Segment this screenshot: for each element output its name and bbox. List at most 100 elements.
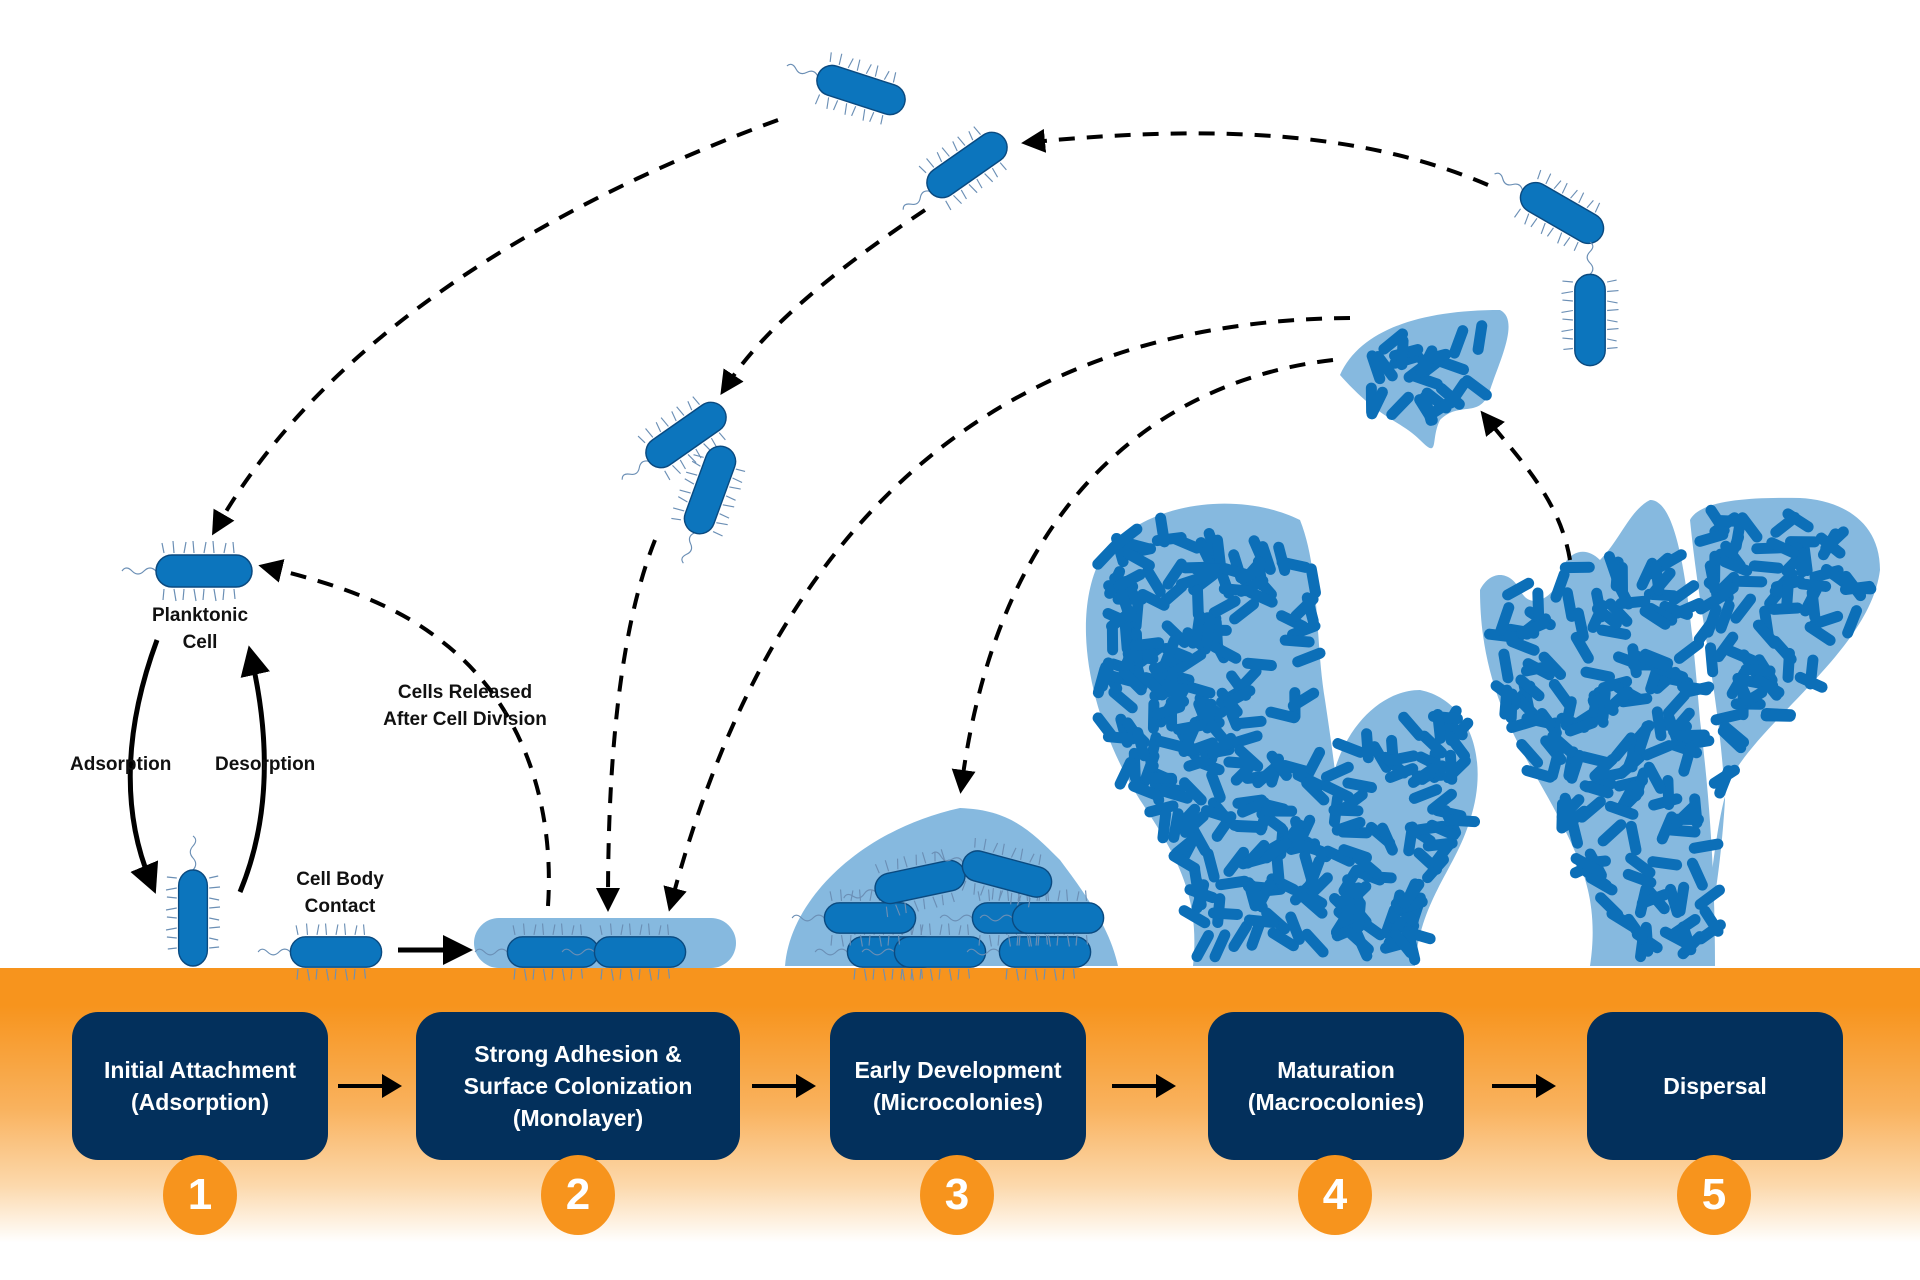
stage-number-4: 4 xyxy=(1298,1155,1372,1235)
embedded-bacterium xyxy=(1570,853,1603,876)
embedded-bacterium xyxy=(1560,696,1577,731)
detachment-arrow xyxy=(1480,410,1572,561)
embedded-bacterium xyxy=(1572,607,1589,643)
embedded-bacterium xyxy=(1615,752,1645,780)
stage-box-strong-adhesion: Strong Adhesion & Surface Colonization (… xyxy=(416,1012,740,1160)
embedded-bacterium xyxy=(1699,905,1724,937)
embedded-bacterium xyxy=(1604,800,1639,820)
embedded-bacterium xyxy=(1694,884,1725,910)
embedded-bacterium xyxy=(1516,618,1550,639)
embedded-bacterium xyxy=(1418,730,1448,759)
embedded-bacterium xyxy=(1184,737,1219,757)
embedded-bacterium xyxy=(1114,756,1136,790)
cell-body-contact-line: Cell Body xyxy=(296,869,384,890)
embedded-bacterium xyxy=(1638,653,1673,672)
embedded-bacterium xyxy=(1579,780,1614,799)
embedded-bacterium xyxy=(1415,751,1448,774)
dispersed-cell xyxy=(777,38,914,132)
embedded-bacterium xyxy=(1116,588,1136,623)
embedded-bacterium xyxy=(1674,881,1690,917)
embedded-bacterium xyxy=(1243,914,1279,929)
dispersed-cell xyxy=(1479,148,1617,262)
embedded-bacterium xyxy=(1158,581,1188,608)
adsorption-arrow xyxy=(127,639,160,894)
embedded-bacterium xyxy=(1435,356,1470,376)
embedded-bacterium xyxy=(1841,582,1877,595)
embedded-bacterium xyxy=(1208,595,1241,619)
embedded-bacterium xyxy=(1113,569,1146,592)
embedded-bacterium xyxy=(1169,533,1203,554)
embedded-bacterium xyxy=(1427,788,1457,815)
embedded-bacterium xyxy=(1419,391,1437,426)
embedded-bacterium xyxy=(1261,837,1292,864)
embedded-bacterium xyxy=(1337,789,1368,815)
right-arrow-icon xyxy=(752,1074,816,1098)
embedded-bacterium xyxy=(1285,911,1305,945)
embedded-bacterium xyxy=(1748,560,1784,574)
embedded-bacterium xyxy=(1639,605,1671,630)
embedded-bacterium xyxy=(1409,370,1443,390)
embedded-bacterium xyxy=(1506,636,1540,656)
embedded-bacterium xyxy=(1643,761,1666,794)
embedded-bacterium xyxy=(1502,577,1535,601)
reattach-trajectory-arrow xyxy=(720,208,927,396)
embedded-bacterium xyxy=(1238,556,1266,586)
embedded-bacterium xyxy=(1168,808,1184,843)
embedded-bacterium xyxy=(1604,685,1634,714)
embedded-bacterium xyxy=(1246,879,1268,913)
embedded-bacterium xyxy=(1604,598,1633,627)
embedded-bacterium xyxy=(1321,780,1354,803)
stage-title-line: Maturation xyxy=(1277,1057,1395,1083)
right-arrow-icon xyxy=(1112,1074,1176,1098)
embedded-bacterium xyxy=(1647,856,1683,871)
embedded-bacterium xyxy=(1257,541,1276,575)
stage-title-line: Early Development xyxy=(854,1057,1062,1083)
embedded-bacterium xyxy=(1715,600,1735,634)
embedded-bacterium xyxy=(1172,719,1208,735)
embedded-bacterium xyxy=(1118,667,1147,696)
cells-released-line: After Cell Division xyxy=(383,709,547,730)
embedded-bacterium xyxy=(1688,838,1724,854)
stage-subtitle-line: (Monolayer) xyxy=(512,1105,644,1131)
embedded-bacterium xyxy=(1279,634,1315,648)
embedded-bacterium xyxy=(1673,638,1705,664)
embedded-bacterium xyxy=(1301,928,1329,958)
embedded-bacterium xyxy=(1179,777,1207,806)
planktonic-cell xyxy=(121,540,253,602)
stage-number-5: 5 xyxy=(1677,1155,1751,1235)
embedded-bacterium xyxy=(1842,605,1862,639)
embedded-bacterium xyxy=(1184,884,1219,904)
embedded-bacterium xyxy=(1597,687,1611,723)
embedded-bacterium xyxy=(1178,905,1211,929)
stage-box-early-development: Early Development (Microcolonies) xyxy=(830,1012,1086,1160)
embedded-bacterium xyxy=(1242,657,1277,671)
embedded-bacterium xyxy=(1191,584,1204,620)
embedded-bacterium xyxy=(1228,730,1263,749)
embedded-bacterium xyxy=(1645,602,1678,626)
embedded-bacterium xyxy=(1625,852,1656,879)
embedded-bacterium xyxy=(1587,600,1609,633)
embedded-bacterium xyxy=(1616,780,1640,813)
embedded-bacterium xyxy=(1636,889,1671,909)
embedded-bacterium xyxy=(1142,565,1166,598)
embedded-bacterium xyxy=(1585,872,1618,896)
embedded-bacterium xyxy=(1820,563,1852,590)
embedded-bacterium xyxy=(1499,684,1513,720)
embedded-cells xyxy=(1092,320,1877,966)
embedded-bacterium xyxy=(1538,651,1567,681)
embedded-bacterium xyxy=(1656,811,1678,845)
embedded-bacterium xyxy=(1265,706,1300,724)
embedded-bacterium xyxy=(1398,878,1425,910)
embedded-bacterium xyxy=(1372,351,1398,382)
embedded-bacterium xyxy=(1766,537,1800,559)
stage-title-line: Dispersal xyxy=(1663,1073,1767,1099)
embedded-bacterium xyxy=(1244,586,1278,608)
stage-box-dispersal: Dispersal xyxy=(1587,1012,1843,1160)
embedded-bacterium xyxy=(1384,750,1420,767)
embedded-bacterium xyxy=(1218,583,1254,597)
stage-title-line: Initial Attachment xyxy=(103,1057,297,1083)
embedded-bacterium xyxy=(1273,541,1291,576)
embedded-bacterium xyxy=(1228,819,1264,832)
stage-subtitle-line: (Macrocolonies) xyxy=(1247,1089,1425,1115)
embedded-bacterium xyxy=(1564,717,1599,737)
